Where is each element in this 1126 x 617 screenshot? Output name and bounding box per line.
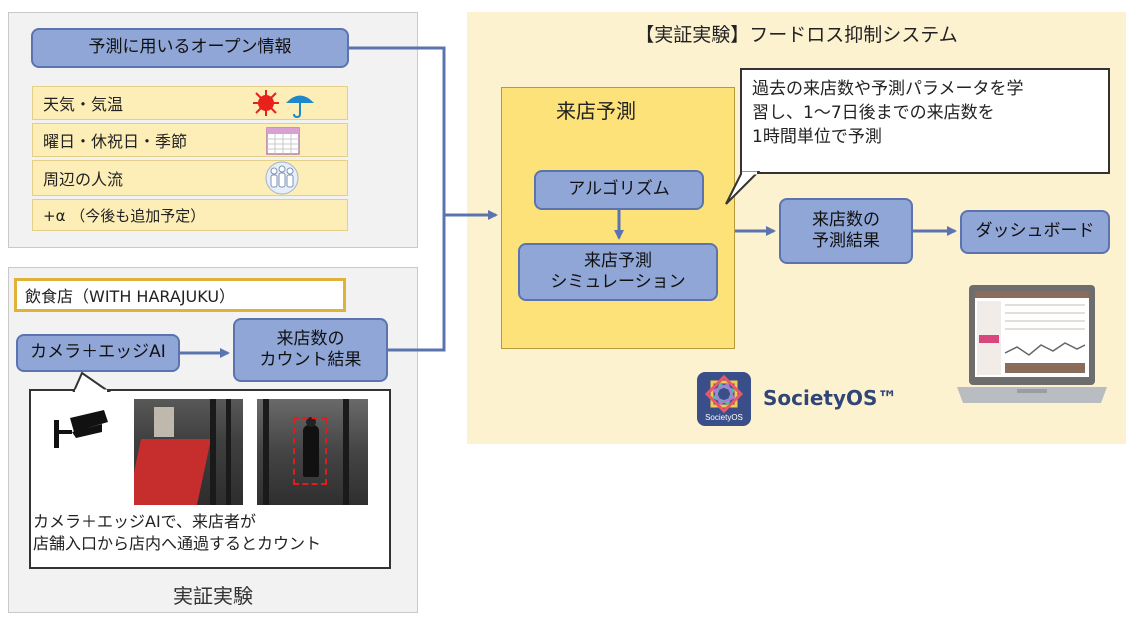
forecast-title: 来店予測 (556, 99, 636, 123)
camera-edge-ai-box: カメラ＋エッジAI (16, 334, 180, 372)
societyos-brand-text: SocietyOS™ (763, 386, 898, 410)
source-row-more: +α （今後も追加予定） (32, 199, 348, 231)
open-data-header: 予測に用いるオープン情報 (31, 28, 349, 68)
simulation-box: 来店予測 シミュレーション (518, 243, 718, 301)
forecast-result-box: 来店数の 予測結果 (779, 198, 913, 264)
source-row-label: +α （今後も追加予定） (43, 206, 206, 225)
dashboard-box: ダッシュボード (960, 210, 1110, 254)
calendar-icon (266, 125, 300, 155)
crowd-icon (262, 161, 302, 195)
security-camera-icon (52, 408, 112, 450)
count-result-box: 来店数の カウント結果 (233, 318, 388, 382)
camera-photo-entrance (134, 399, 243, 505)
camera-caption: カメラ＋エッジAIで、来店者が 店舗入口から店内へ通過するとカウント (33, 512, 322, 553)
camera-callout-tail (72, 371, 112, 393)
store-footer-label: 実証実験 (173, 584, 253, 608)
source-row-label: 曜日・休祝日・季節 (43, 132, 188, 151)
forecast-callout: 過去の来店数や予測パラメータを学 習し、1〜7日後までの来店数を 1時間単位で予… (740, 68, 1110, 174)
weather-icon (248, 88, 320, 119)
forecast-callout-tail (725, 171, 761, 205)
system-title: 【実証実験】フードロス抑制システム (635, 24, 958, 46)
detection-box (293, 417, 327, 485)
store-name-text: 飲食店（WITH HARAJUKU） (25, 287, 236, 306)
store-name-label: 飲食店（WITH HARAJUKU） (14, 278, 346, 312)
source-row-label: 天気・気温 (43, 95, 124, 114)
source-row-label: 周辺の人流 (43, 170, 124, 189)
laptop-dashboard-icon (955, 283, 1110, 407)
algorithm-box: アルゴリズム (534, 170, 704, 210)
camera-photo-detection (257, 399, 368, 505)
svg-text:SocietyOS: SocietyOS (705, 413, 743, 422)
societyos-logo-icon: SocietyOS (697, 372, 751, 426)
